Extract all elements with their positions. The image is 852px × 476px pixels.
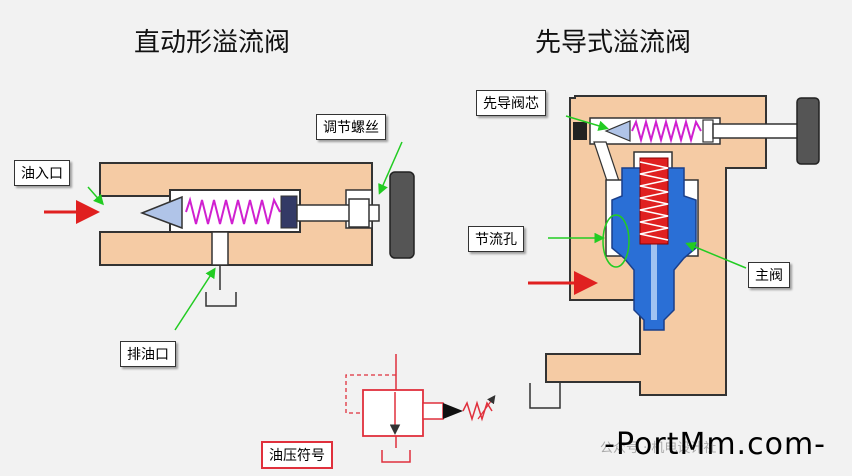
label-adjust-screw: 调节螺丝 (316, 114, 386, 140)
direct-valve (44, 141, 415, 331)
watermark-sub: 公众号 · 机电设计社 (600, 441, 717, 456)
label-oil-inlet: 油入口 (14, 160, 70, 186)
pilot-spring (631, 118, 702, 144)
label-main-valve: 主阀 (748, 262, 790, 288)
pilot-adjust-knob (796, 97, 820, 165)
direct-poppet (139, 195, 183, 230)
label-pilot-core: 先导阀芯 (476, 90, 546, 116)
direct-adjust-knob (389, 171, 415, 259)
hydraulic-symbol (345, 354, 496, 463)
pilot-valve (528, 95, 820, 409)
left-title: 直动形溢流阀 (134, 28, 291, 58)
label-drain: 排油口 (120, 341, 176, 367)
direct-spring (185, 196, 281, 225)
main-spring (639, 161, 669, 241)
right-title: 先导式溢流阀 (535, 28, 692, 58)
label-hydraulic-symbol: 油压符号 (261, 441, 333, 469)
label-orifice: 节流孔 (468, 226, 524, 252)
watermark: -PortMm.com- (604, 427, 826, 462)
